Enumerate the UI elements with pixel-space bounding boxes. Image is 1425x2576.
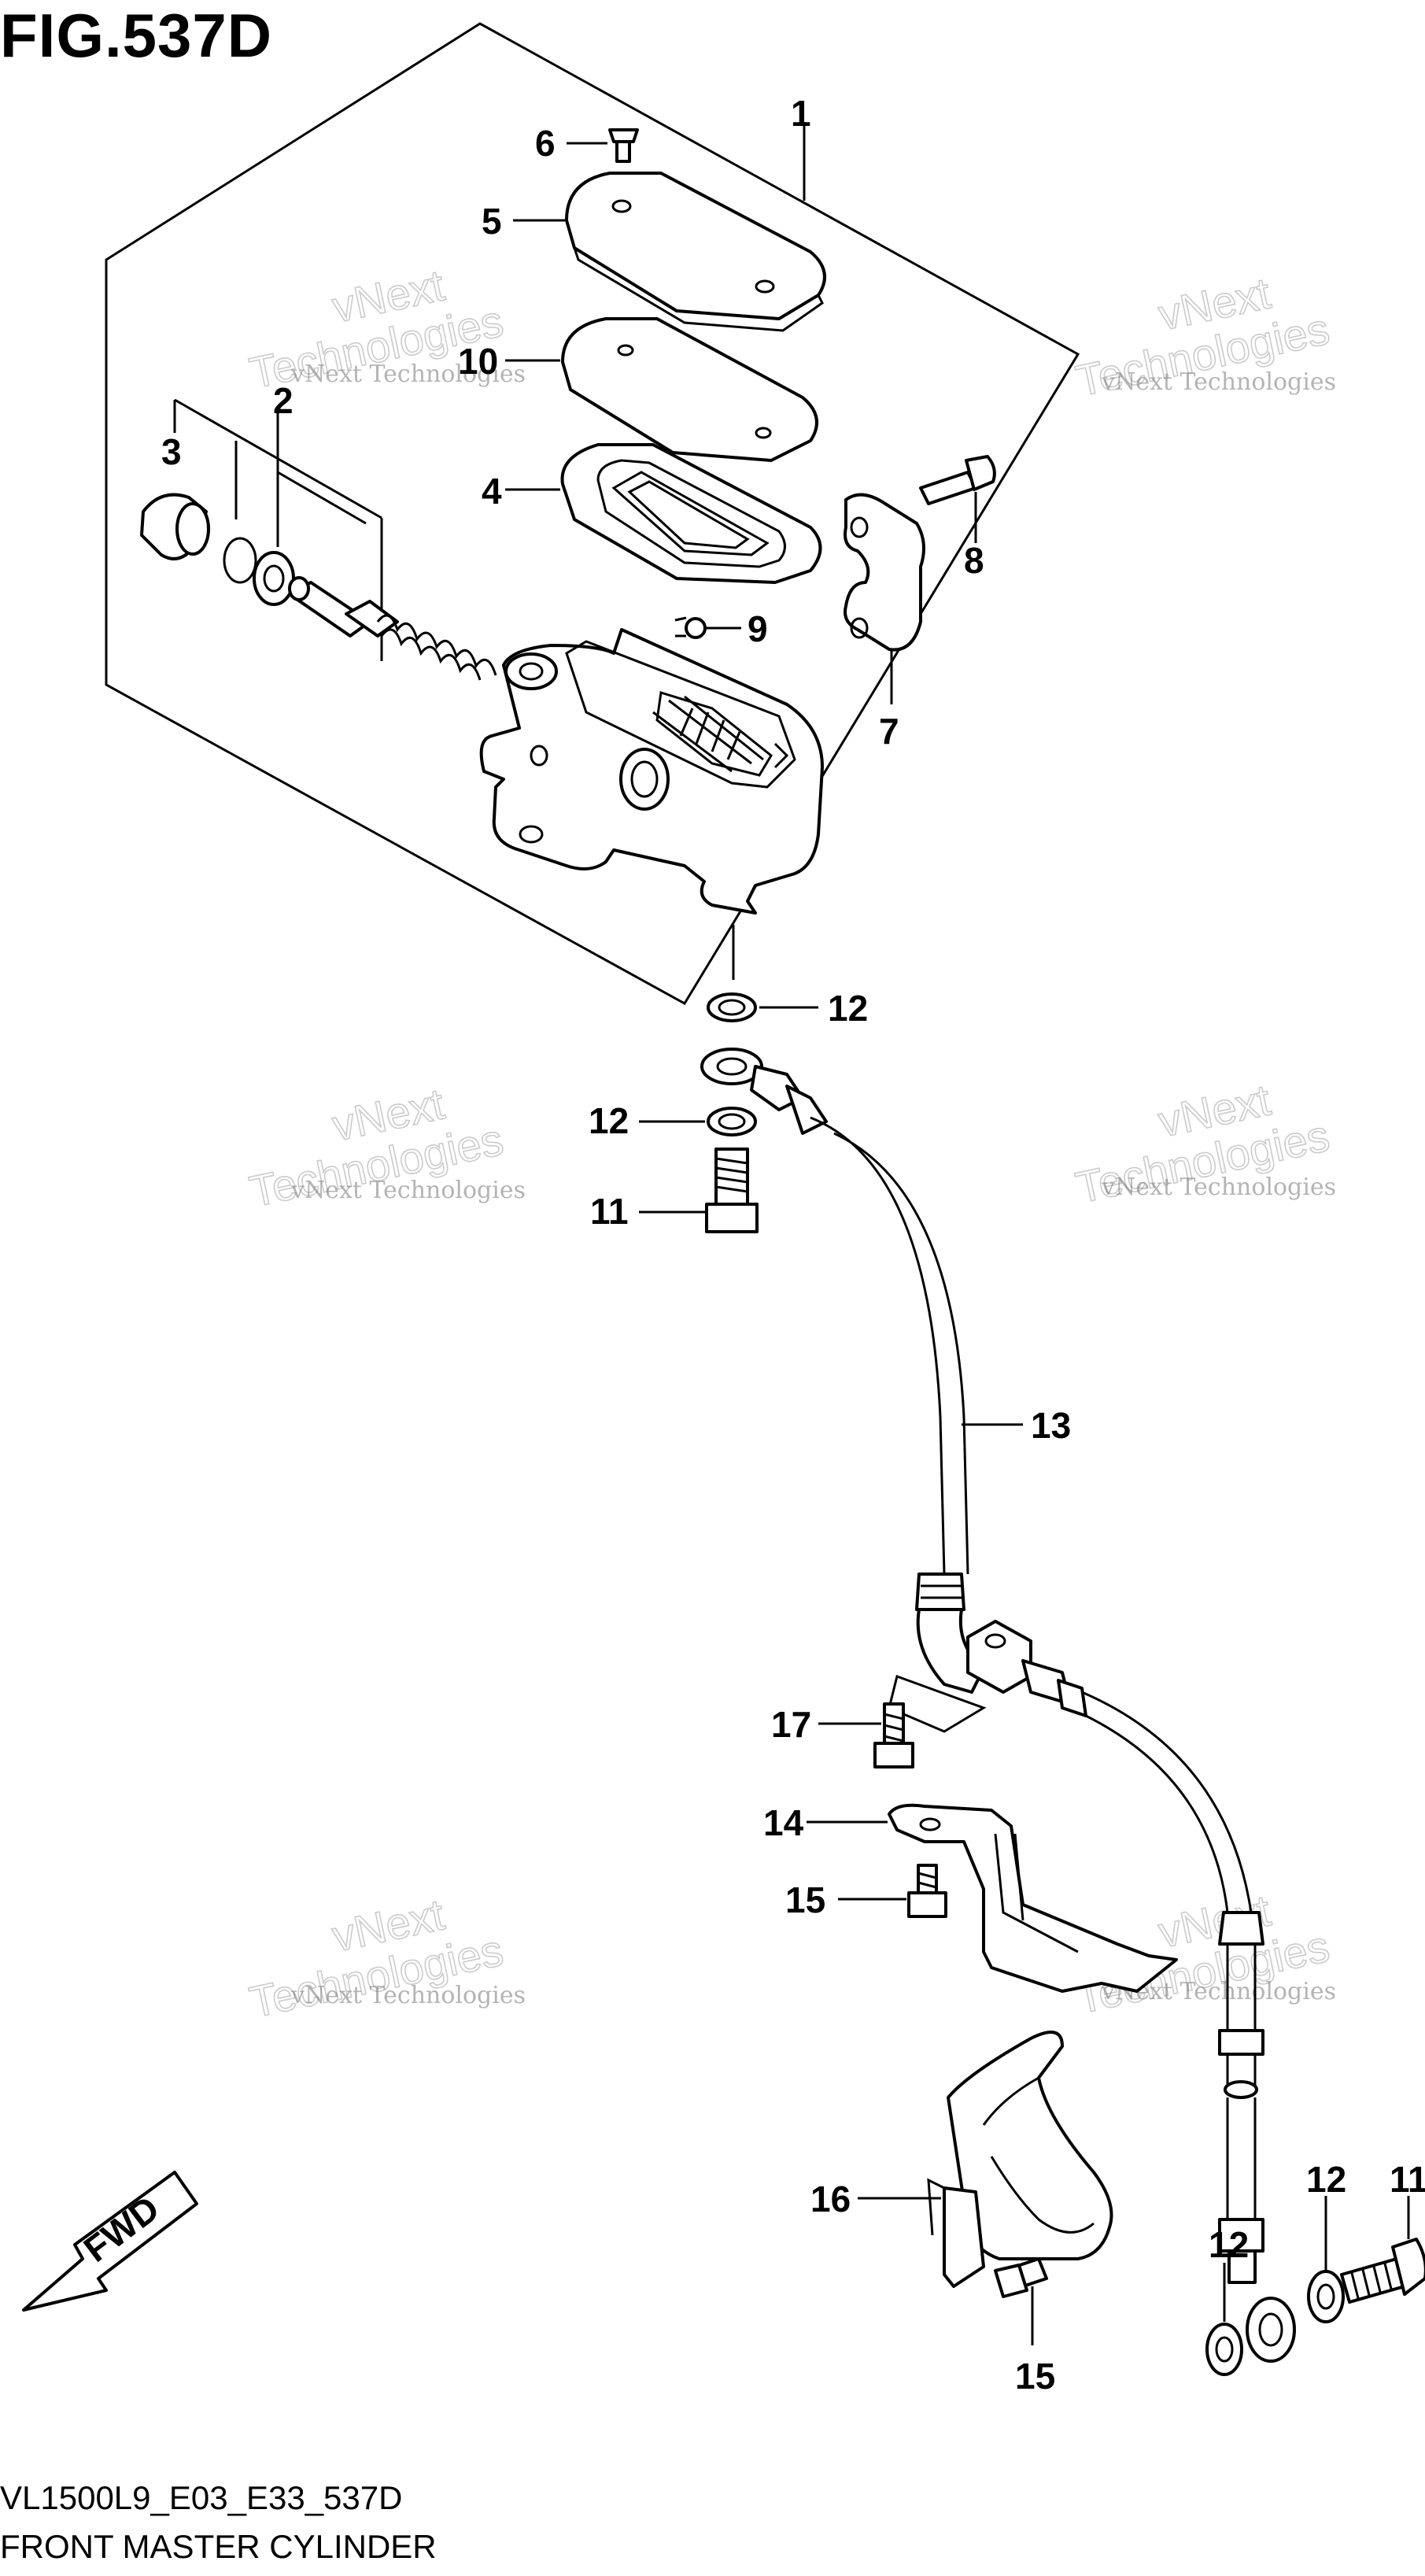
callout-4: 4 [482, 471, 502, 512]
figure-code: VL1500L9_E03_E33_537D [0, 2479, 403, 2516]
figure-title: FIG.537D [0, 1, 273, 70]
watermark-text: vNext Technologies [290, 1982, 526, 2009]
washer-12-lower-left [1205, 2263, 1243, 2376]
piston-spring [288, 576, 497, 681]
callout-15: 15 [785, 1879, 825, 1920]
figure-name: FRONT MASTER CYLINDER [0, 2528, 437, 2565]
forward-direction-arrow: FWD [22, 2171, 198, 2312]
watermark-text: vNext Technologies [290, 1177, 526, 1204]
washer-2 [253, 551, 295, 606]
callout-12-middle: 12 [589, 1100, 629, 1141]
bolt-17 [818, 1702, 914, 1768]
joint-block [888, 1620, 1032, 1733]
master-cylinder-body [479, 628, 824, 915]
diaphragm-plate-10 [505, 317, 818, 462]
brake-hose-13 [810, 1116, 1023, 1694]
guide-16 [858, 2031, 1113, 2288]
callout-8: 8 [964, 540, 984, 581]
callout-7: 7 [879, 711, 899, 752]
banjo-bolt-11-upper [639, 1148, 759, 1233]
clamp-7 [844, 493, 925, 704]
callout-15-lower: 15 [1015, 2356, 1055, 2397]
watermark-text: vNext Technologies [1101, 1173, 1336, 1201]
gasket-4 [505, 443, 822, 584]
circlip-2 [223, 537, 257, 584]
washer-12-upper [707, 992, 818, 1022]
watermark-text: vNext Technologies [290, 360, 526, 388]
callout-16: 16 [810, 2179, 851, 2219]
washer-12-lower-right [1307, 2196, 1345, 2323]
callout-11: 11 [590, 1191, 629, 1232]
banjo-fitting-upper [700, 1048, 828, 1135]
callout-3: 3 [161, 431, 182, 472]
callout-12-lower-left: 12 [1209, 2224, 1249, 2265]
callout-17: 17 [771, 1704, 811, 1745]
callout-labels: 1 2 3 4 5 6 7 8 9 10 11 12 13 14 15 16 1… [161, 93, 1425, 2397]
callout-2: 2 [273, 380, 293, 421]
bolt-8 [919, 455, 996, 543]
bracket-14 [807, 1803, 1178, 1993]
brake-hose-lower [1021, 1659, 1296, 2363]
callout-1: 1 [791, 93, 811, 134]
piston-group-bracket [173, 398, 383, 661]
callout-6: 6 [535, 123, 556, 164]
callout-14: 14 [763, 1802, 804, 1843]
callout-10: 10 [458, 341, 498, 382]
callout-13: 13 [1031, 1405, 1071, 1446]
callout-12-lower-right: 12 [1306, 2159, 1346, 2200]
callout-5: 5 [482, 201, 502, 242]
clip-9 [674, 616, 741, 639]
boot-3 [140, 493, 210, 560]
banjo-bolt-11-lower [1340, 2196, 1425, 2304]
bolt-15-upper [838, 1864, 947, 1918]
callout-9: 9 [748, 608, 768, 649]
watermark-text: vNext Technologies [1101, 368, 1336, 396]
callout-12: 12 [828, 988, 868, 1029]
assembly-boundary [105, 22, 1080, 1006]
screw-6 [567, 128, 639, 163]
washer-12-middle [639, 1107, 757, 1136]
bolt-15-lower [994, 2257, 1048, 2345]
reservoir-cap-5 [513, 172, 826, 332]
callout-11-lower: 11 [1390, 2159, 1425, 2200]
